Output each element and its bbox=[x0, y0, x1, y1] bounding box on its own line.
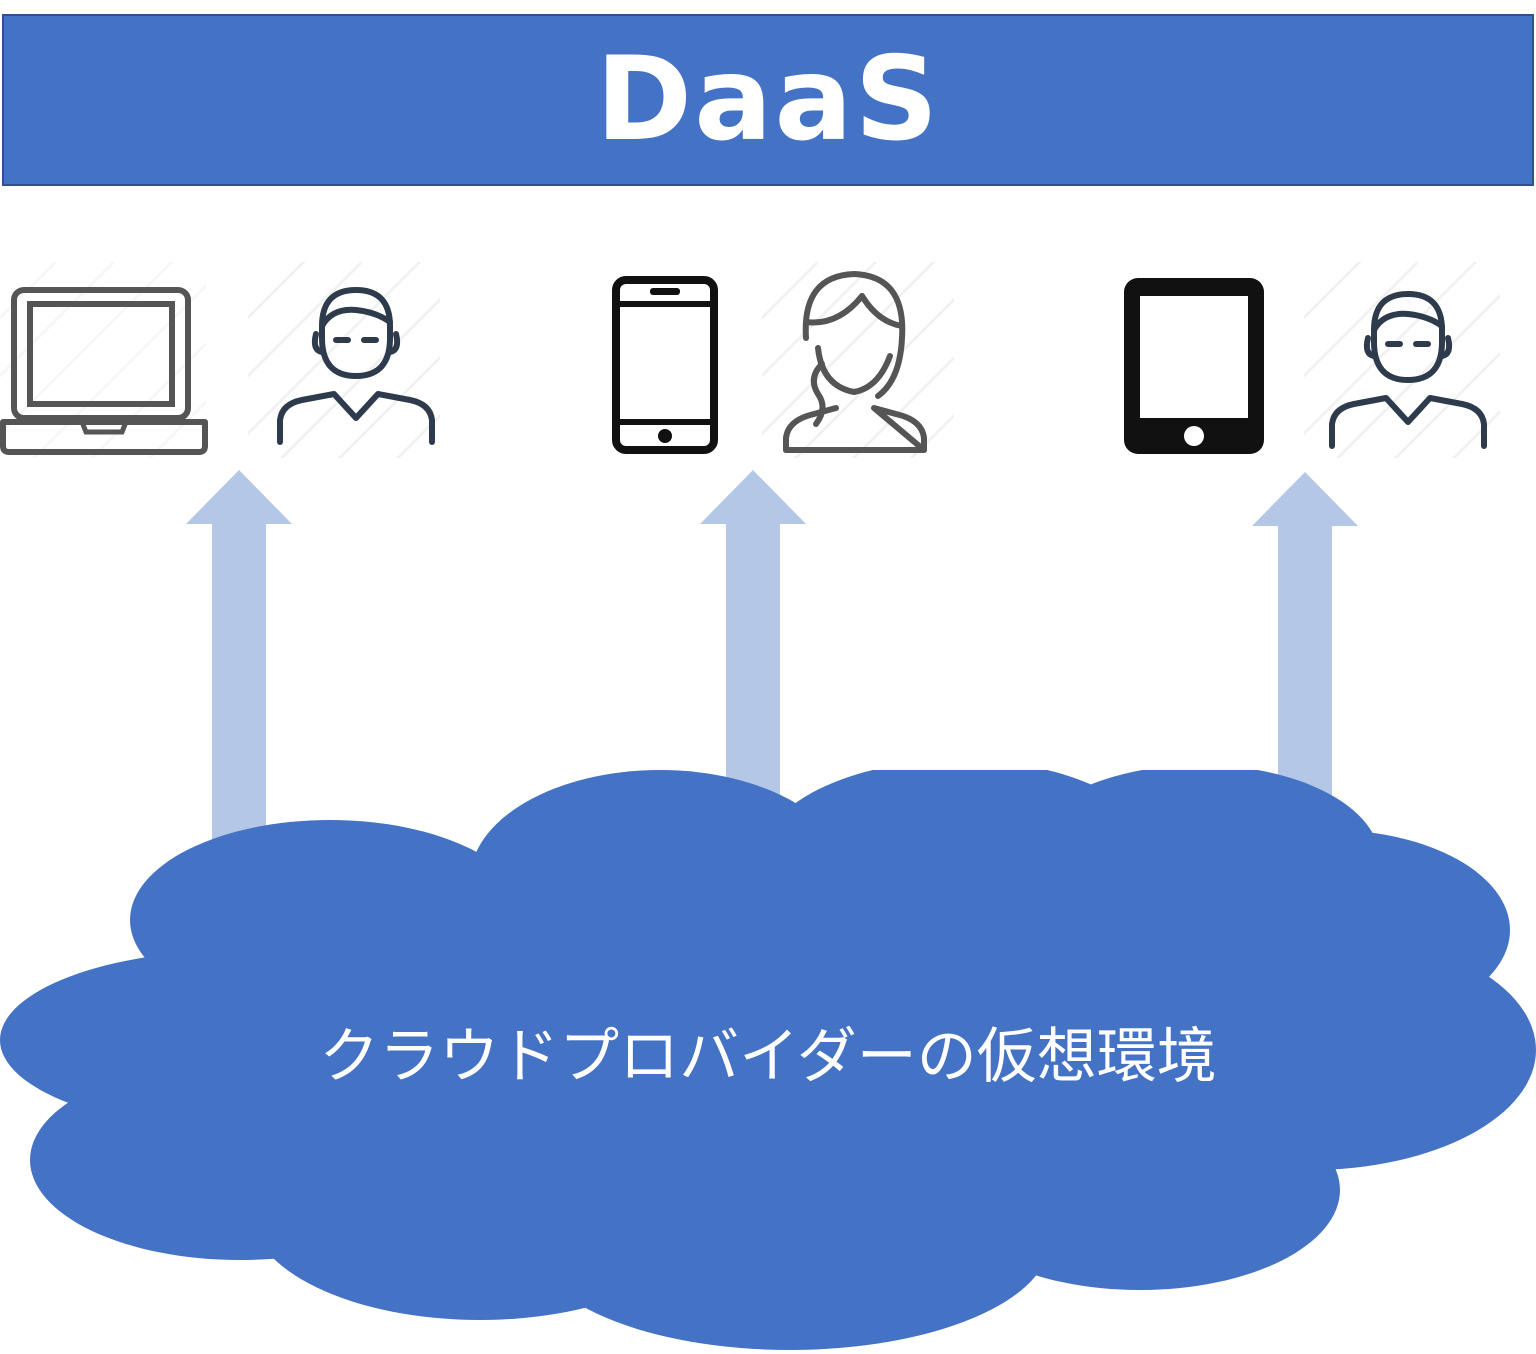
banner-title: DaaS bbox=[595, 32, 941, 167]
laptop-icon bbox=[0, 286, 208, 456]
tablet-icon bbox=[1122, 276, 1266, 456]
cloud-label: クラウドプロバイダーの仮想環境 bbox=[319, 1022, 1217, 1092]
smartphone-icon bbox=[612, 276, 718, 454]
cloud-shape bbox=[0, 770, 1536, 1354]
user-female-icon bbox=[778, 268, 932, 458]
user-male-icon bbox=[272, 284, 438, 448]
up-arrow bbox=[186, 470, 292, 890]
user-male-icon bbox=[1324, 288, 1490, 452]
daas-banner: DaaS bbox=[2, 14, 1534, 186]
